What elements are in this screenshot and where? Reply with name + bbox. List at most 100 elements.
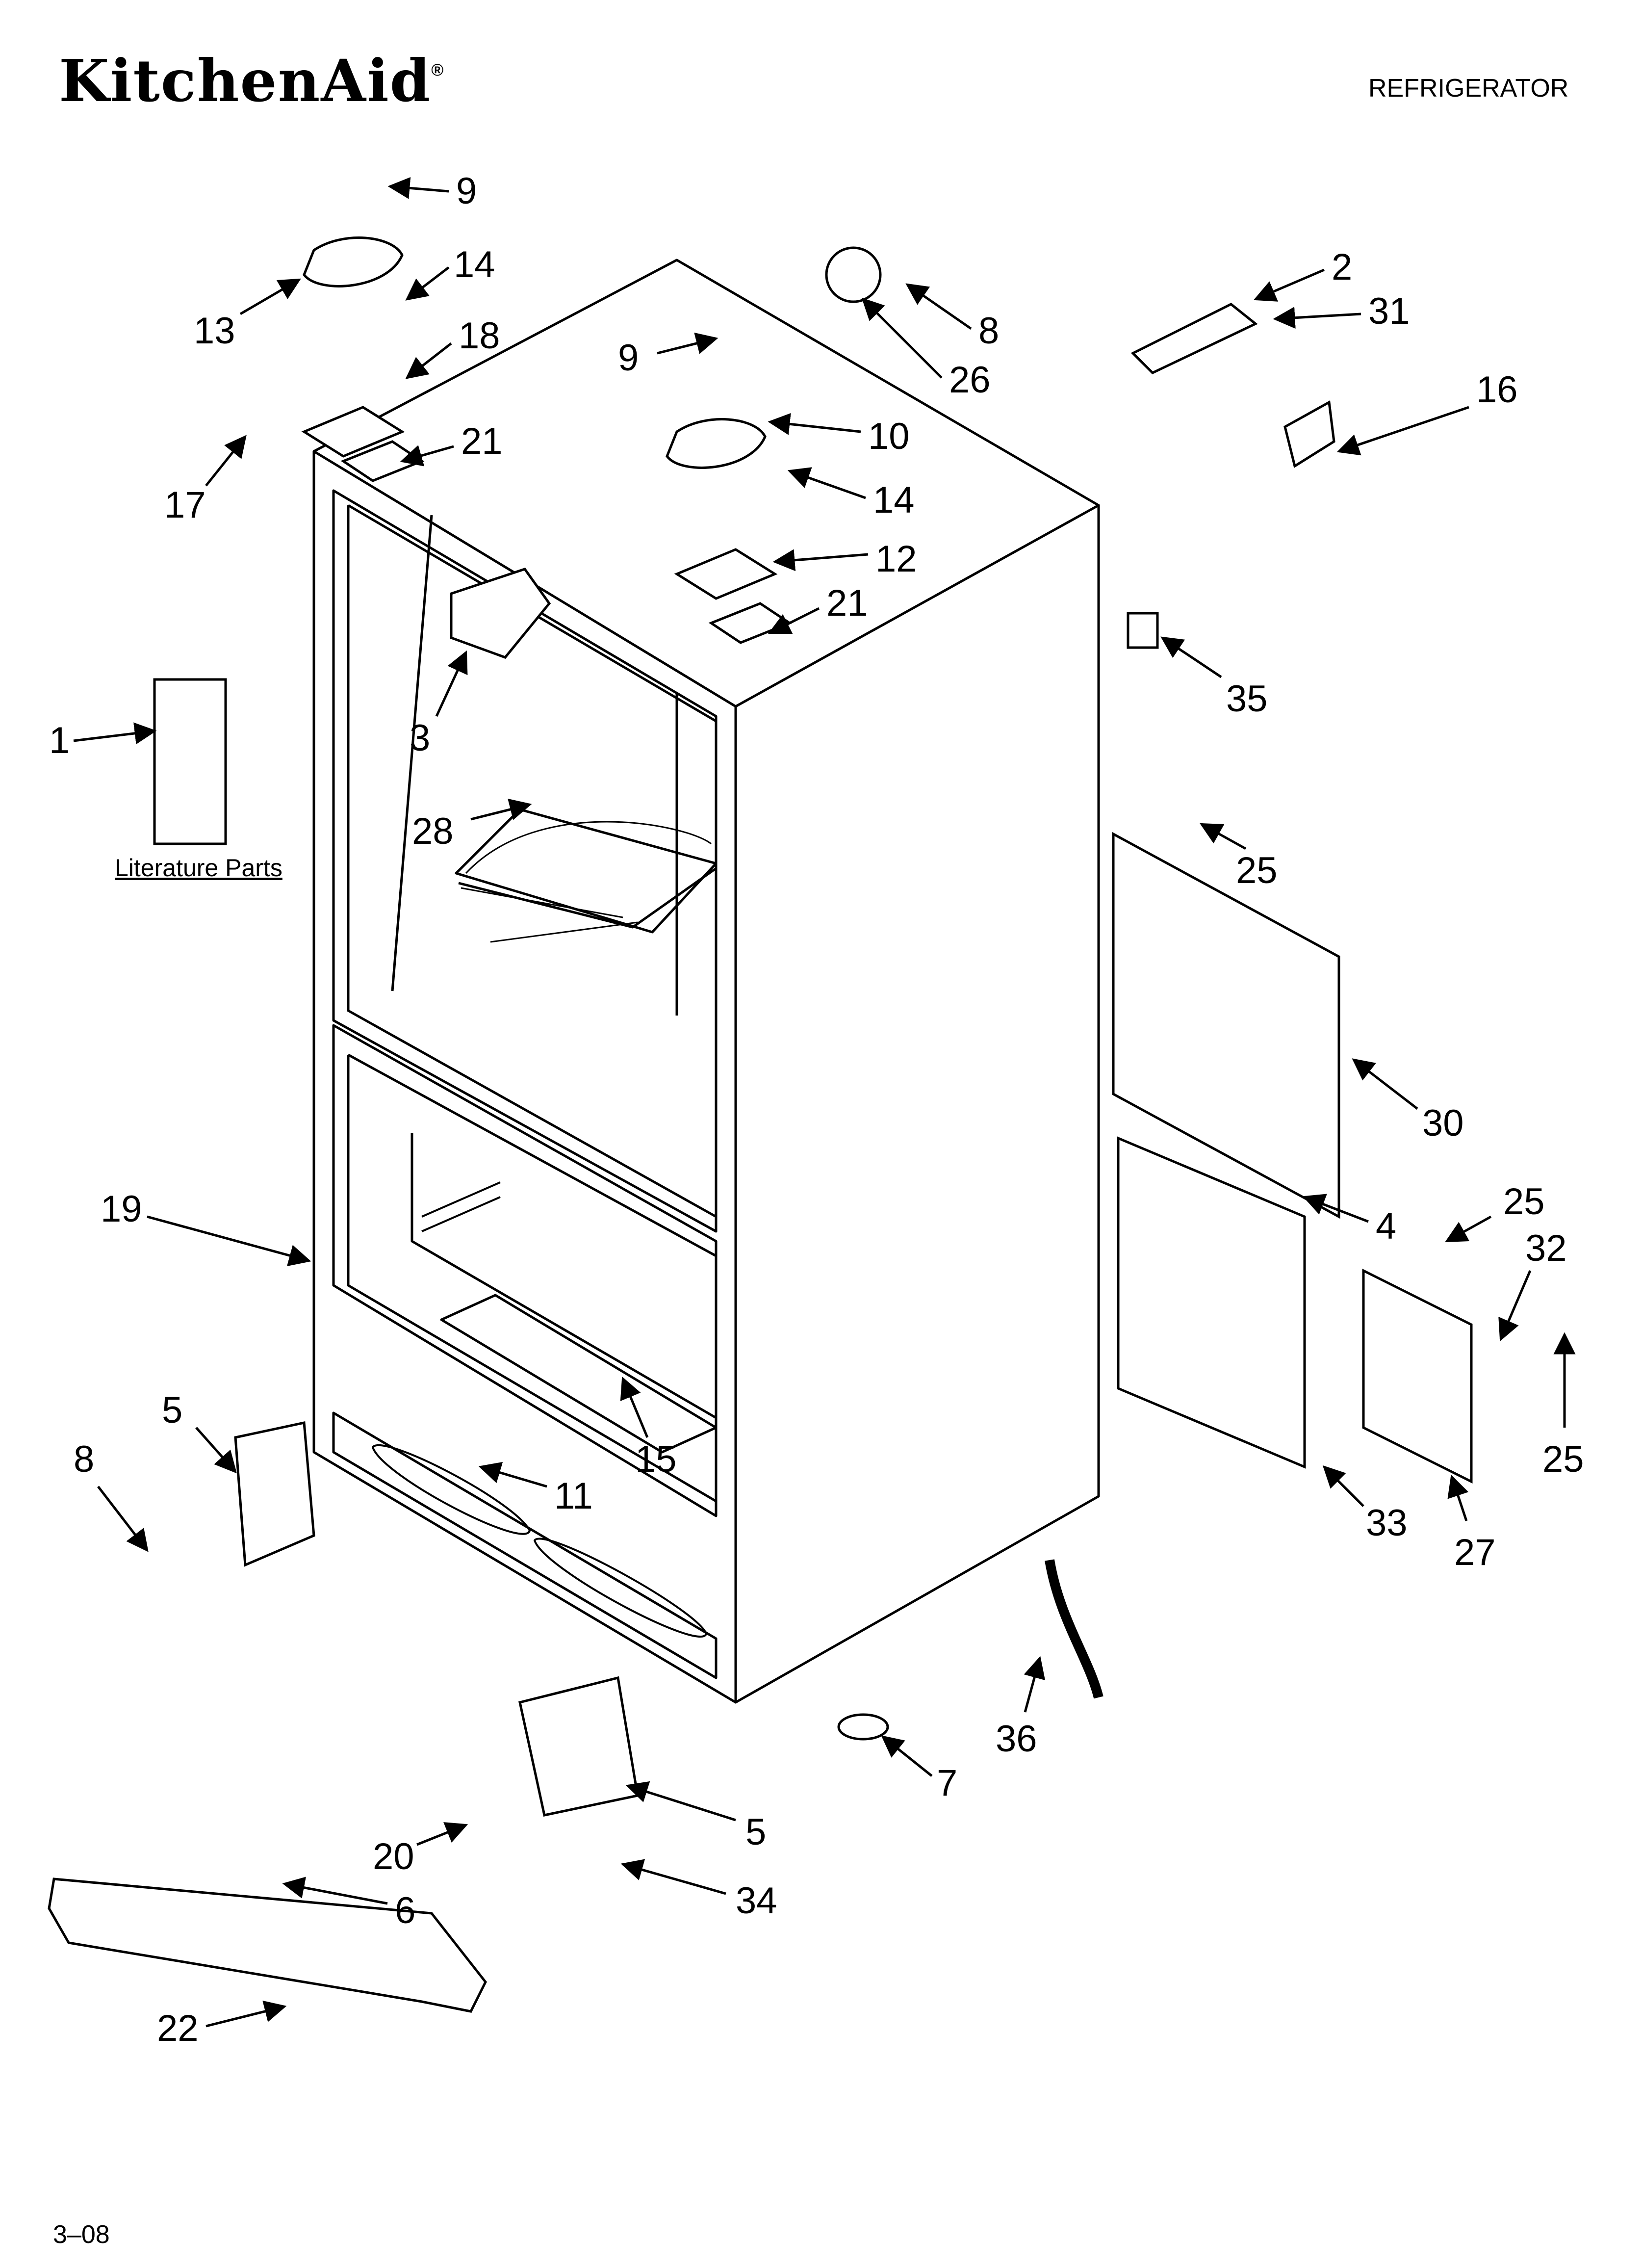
callout-14a: 14	[405, 244, 495, 301]
callout-28: 28	[412, 798, 532, 852]
callout-13: 13	[194, 278, 301, 352]
callout-label: 26	[949, 359, 991, 401]
callout-label: 22	[157, 2007, 199, 2049]
callout-16: 16	[1336, 369, 1518, 456]
callout-label: 34	[736, 1880, 777, 1922]
callout-36: 36	[996, 1656, 1046, 1760]
callout-label: 28	[412, 810, 454, 852]
literature-parts-label: Literature Parts	[115, 854, 282, 882]
callout-21b: 21	[768, 582, 868, 634]
callout-label: 2	[1332, 246, 1352, 288]
lower-panel	[1117, 1136, 1306, 1469]
brand-logo: KitchenAid®	[59, 47, 444, 115]
callout-7: 7	[881, 1735, 957, 1804]
callout-1: 1	[49, 720, 157, 761]
callout-18: 18	[405, 315, 500, 379]
callout-9a: 9	[387, 170, 477, 212]
callout-3: 3	[410, 650, 468, 759]
callout-label: 19	[101, 1188, 142, 1230]
callout-10: 10	[768, 413, 910, 457]
roller-assembly-right	[518, 1676, 639, 1817]
hinge-center	[674, 548, 778, 600]
callout-label: 8	[74, 1438, 94, 1480]
registered-mark: ®	[431, 61, 445, 79]
callout-label: 14	[873, 479, 915, 521]
clip	[1283, 400, 1335, 468]
callout-label: 12	[875, 538, 917, 580]
callout-8b: 8	[905, 283, 999, 352]
callout-5a: 5	[162, 1389, 237, 1474]
callout-label: 35	[1226, 678, 1268, 720]
callout-26: 26	[861, 297, 991, 401]
callout-label: 20	[373, 1836, 414, 1877]
appliance-category: REFRIGERATOR	[1368, 74, 1569, 103]
callout-label: 18	[459, 315, 500, 357]
date-code: 3–08	[53, 2220, 110, 2249]
callout-31: 31	[1273, 290, 1410, 332]
callout-label: 4	[1376, 1205, 1396, 1247]
callout-34: 34	[620, 1859, 777, 1922]
callout-label: 32	[1525, 1227, 1567, 1269]
callout-label: 21	[826, 582, 868, 624]
callout-32: 32	[1498, 1227, 1567, 1342]
callout-30: 30	[1352, 1058, 1464, 1144]
callout-label: 1	[49, 720, 70, 761]
callout-label: 9	[456, 170, 477, 212]
callout-label: 17	[164, 484, 206, 526]
callout-label: 25	[1236, 850, 1278, 891]
callout-label: 3	[410, 717, 430, 759]
door-closer-cam	[825, 246, 882, 303]
callout-15: 15	[620, 1376, 677, 1480]
callout-8a: 8	[74, 1438, 149, 1552]
brand-name: KitchenAid	[59, 47, 432, 115]
access-panel	[1112, 832, 1340, 1219]
callout-label: 6	[395, 1890, 415, 1931]
bracket-27	[1362, 1268, 1473, 1484]
water-tube	[1130, 303, 1258, 375]
callout-35: 35	[1160, 636, 1268, 720]
callout-17: 17	[164, 435, 247, 526]
refrigerator-cabinet	[312, 259, 1100, 1704]
roller-assembly-left	[234, 1421, 315, 1567]
top-hinge-cover-left	[303, 236, 404, 287]
callout-5b: 5	[625, 1781, 766, 1853]
callout-6: 6	[282, 1877, 415, 1931]
callout-11: 11	[478, 1461, 593, 1517]
callout-label: 33	[1366, 1502, 1408, 1544]
callout-label: 25	[1542, 1438, 1584, 1480]
callout-label: 5	[162, 1389, 182, 1431]
callout-label: 25	[1503, 1181, 1545, 1223]
toe-grille	[48, 1877, 487, 2013]
callout-4: 4	[1302, 1194, 1396, 1247]
callout-12: 12	[772, 538, 917, 580]
callout-label: 16	[1476, 369, 1518, 411]
callout-21a: 21	[400, 420, 503, 467]
callout-label: 14	[454, 244, 495, 286]
callout-label: 31	[1368, 290, 1410, 332]
callout-20: 20	[373, 1822, 468, 1877]
callout-33: 33	[1322, 1465, 1408, 1544]
callout-22: 22	[157, 2000, 287, 2049]
callout-9b: 9	[618, 332, 718, 379]
control-housing	[450, 568, 551, 659]
callout-label: 7	[937, 1762, 957, 1804]
callout-label: 8	[978, 310, 999, 352]
callout-label: 30	[1422, 1102, 1464, 1144]
callout-label: 10	[868, 416, 910, 457]
callout-label: 21	[461, 420, 503, 462]
callout-label: 36	[996, 1718, 1037, 1760]
callout-label: 9	[618, 337, 639, 379]
drain-hose	[1045, 1559, 1103, 1699]
callout-25b: 25	[1445, 1181, 1545, 1243]
callout-25c: 25	[1542, 1332, 1584, 1480]
callout-14b: 14	[787, 467, 915, 521]
hinge-left	[301, 406, 405, 458]
clip-35	[1127, 612, 1159, 649]
callout-2: 2	[1253, 246, 1352, 302]
callout-27: 27	[1447, 1474, 1496, 1573]
leveling-foot	[837, 1713, 889, 1741]
callout-label: 15	[635, 1438, 677, 1480]
callout-label: 27	[1454, 1532, 1496, 1573]
callout-label: 5	[745, 1811, 766, 1853]
